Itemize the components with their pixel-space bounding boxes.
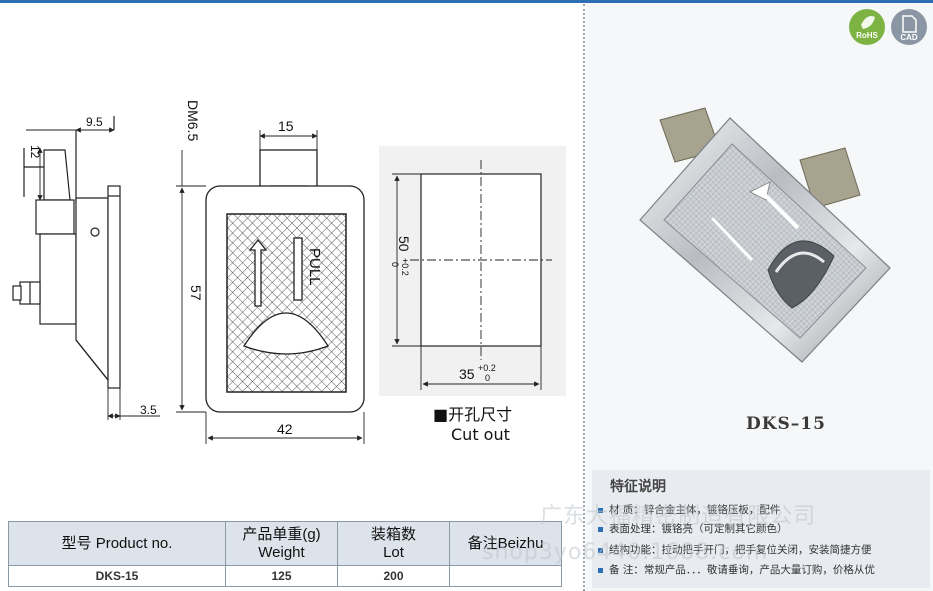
side-view: [12, 116, 121, 389]
cutout-label-en: Cut out: [451, 425, 510, 444]
side-dims: [26, 127, 160, 420]
bullet-icon: [598, 526, 603, 532]
cell-weight: 125: [225, 565, 338, 587]
cad-text: CAD: [900, 33, 918, 42]
dim-dm6-5: DM6.5: [185, 100, 201, 141]
dim-35-tol0: 0: [485, 373, 490, 383]
dim-12: 12: [28, 145, 42, 159]
watermark-company: 广东大福精密制造有限公司: [540, 504, 817, 529]
dim-35: 35: [459, 366, 475, 382]
cell-note: [449, 565, 562, 587]
dim-9-5: 9.5: [86, 115, 103, 129]
header-model: 型号 Product no.: [8, 521, 226, 566]
cell-lot: 200: [337, 565, 450, 587]
cell-model: DKS-15: [8, 565, 226, 587]
feature-row-note: 备 注：常规产品．．．敬请垂询，产品大量订购，价格从优: [598, 562, 875, 577]
dim-50-tol0: 0: [390, 262, 400, 267]
dim-50: 50: [396, 236, 412, 252]
cutout-dims: [392, 173, 542, 390]
bullet-icon: [598, 567, 603, 573]
watermark-shop: shop3yo6440.1688.com: [482, 540, 769, 565]
cutout-label: ■开孔尺寸 Cut out: [433, 405, 512, 445]
cad-badge: CAD: [891, 9, 927, 45]
front-dims: [176, 130, 365, 444]
cutout-label-cn: ■开孔尺寸: [433, 405, 513, 424]
feature-title: 特征说明: [610, 479, 666, 495]
cutout-centerlines: [410, 160, 552, 360]
technical-drawing: 9.5 12 3.5 PULL DM6.5 15 57 42: [12, 100, 566, 444]
dim-15: 15: [278, 118, 294, 134]
dim-3-5: 3.5: [140, 403, 157, 417]
dim-50-tol: +0.2: [400, 258, 410, 276]
dim-57: 57: [188, 285, 204, 301]
feature-row-surface: 表面处理：镀铬亮（可定制其它颜色）: [598, 521, 788, 536]
rohs-text: RoHS: [856, 31, 878, 40]
feature-row-material: 材 质：锌合金主体，镀铬压板，配件: [598, 502, 780, 517]
leaf-icon: RoHS: [856, 16, 879, 40]
divider: [583, 4, 585, 591]
rohs-badge: RoHS: [849, 9, 885, 45]
header-weight: 产品单重(g)Weight: [225, 521, 338, 566]
top-accent-line: [0, 0, 933, 3]
bullet-icon: [598, 547, 603, 553]
table-row: DKS-15 125 200: [8, 565, 562, 587]
product-name: DKS–15: [746, 414, 826, 434]
document-icon: CAD: [900, 15, 918, 42]
feature-row-function: 结构功能：拉动把手开门，把手复位关闭，安装简捷方便: [598, 542, 872, 557]
dim-35-tol: +0.2: [478, 363, 496, 373]
dim-42: 42: [277, 421, 293, 437]
pull-text: PULL: [306, 248, 323, 286]
front-view: [205, 149, 365, 413]
feature-box: 特征说明 材 质：锌合金主体，镀铬压板，配件 表面处理：镀铬亮（可定制其它颜色）…: [592, 470, 930, 588]
bullet-icon: [598, 507, 603, 513]
product-photo: [639, 107, 891, 363]
